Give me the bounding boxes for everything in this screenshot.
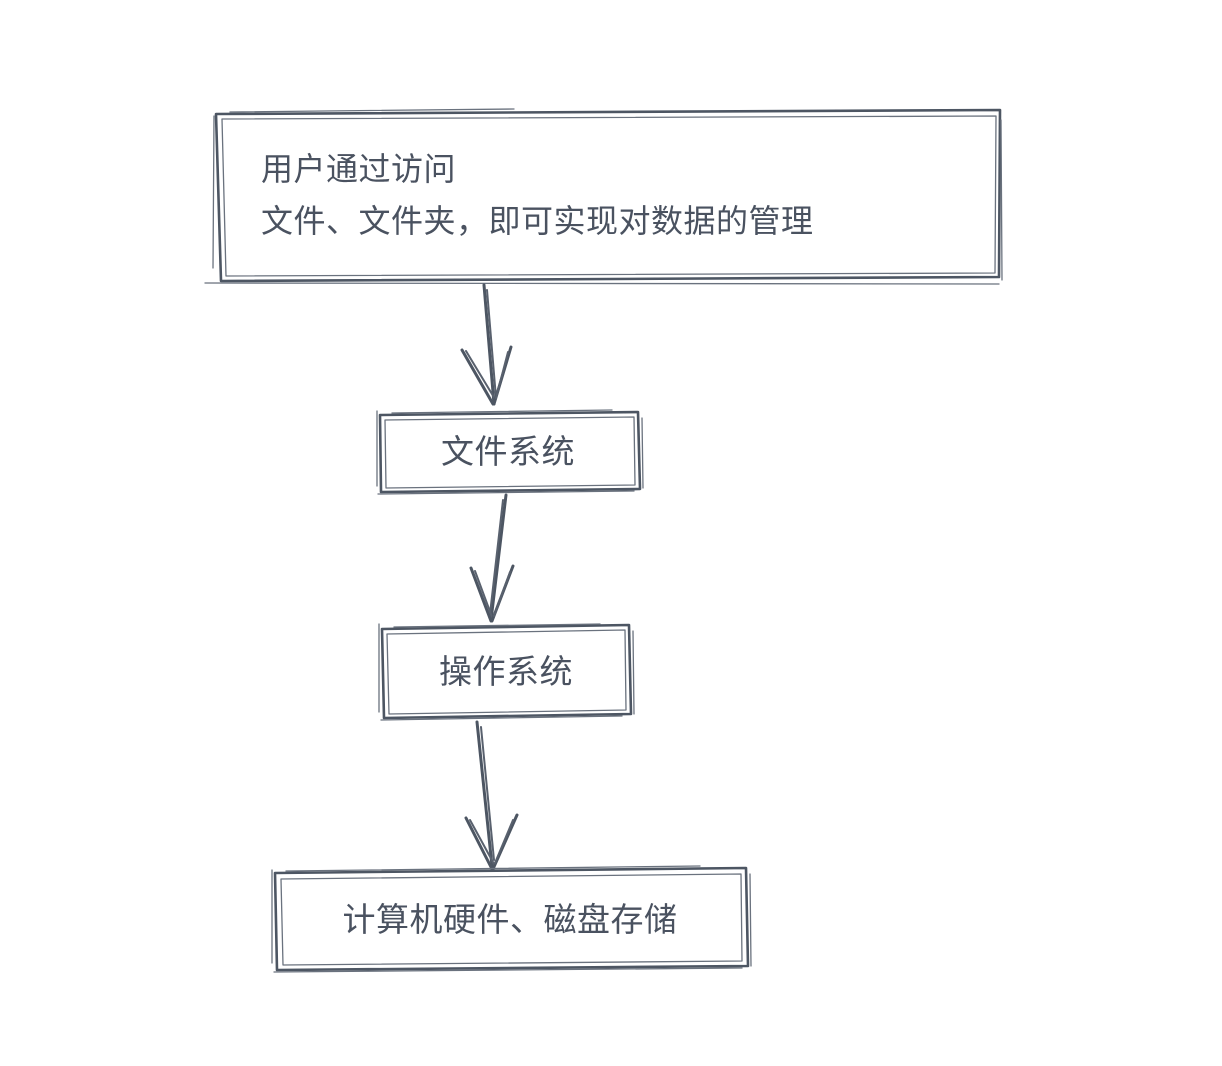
node-intro-label: 用户通过访问 文件、文件夹，即可实现对数据的管理 bbox=[261, 151, 814, 239]
edge-intro-filesystem-stroke bbox=[460, 283, 513, 406]
node-intro: 用户通过访问 文件、文件夹，即可实现对数据的管理 bbox=[215, 110, 1001, 282]
edge-os-hardware-stroke bbox=[464, 720, 519, 871]
edge-filesystem-os-stroke bbox=[469, 493, 515, 623]
node-hardware-label: 计算机硬件、磁盘存储 bbox=[342, 900, 678, 938]
node-filesystem: 文件系统 bbox=[377, 410, 639, 493]
node-os: 操作系统 bbox=[379, 624, 633, 719]
node-hardware: 计算机硬件、磁盘存储 bbox=[272, 868, 748, 971]
node-filesystem-label: 文件系统 bbox=[441, 432, 575, 470]
node-os-label: 操作系统 bbox=[439, 652, 573, 690]
